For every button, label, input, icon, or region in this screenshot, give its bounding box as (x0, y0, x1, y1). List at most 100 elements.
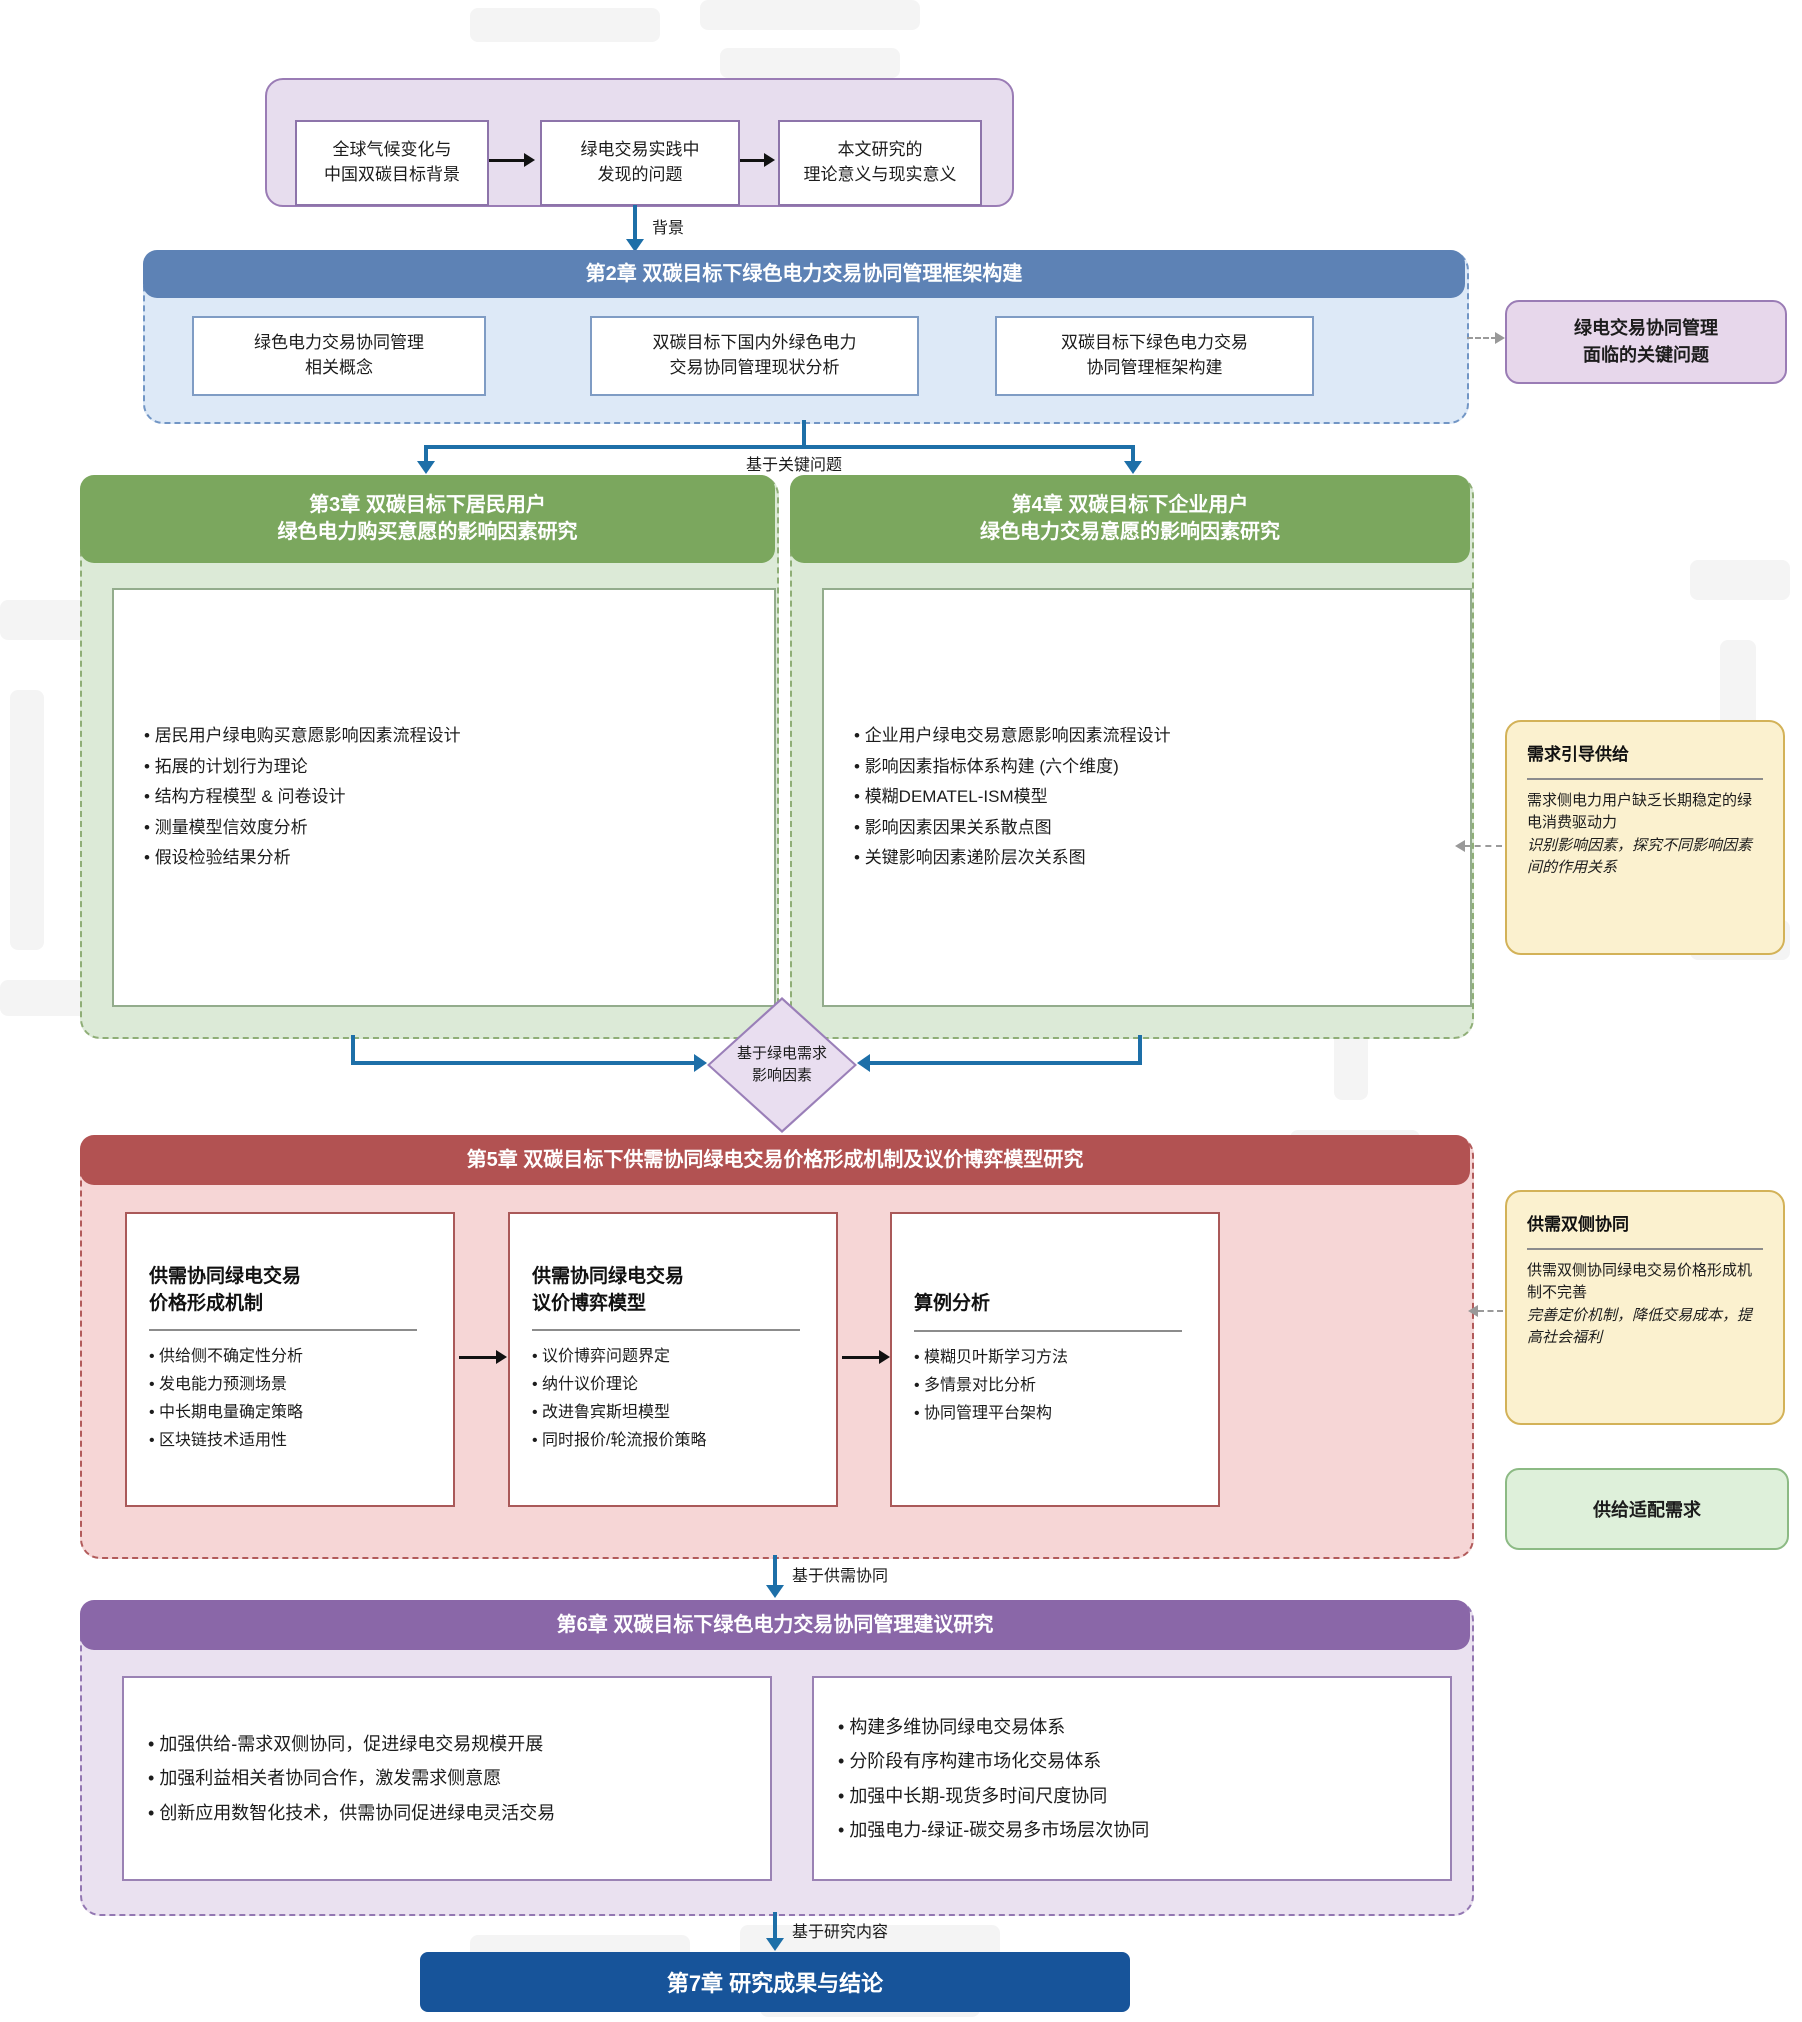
arrowhead-icon (766, 1585, 784, 1598)
chapter4-title: 第4章 双碳目标下企业用户 绿色电力交易意愿的影响因素研究 (790, 475, 1470, 563)
connector-ch3-right (351, 1061, 694, 1065)
card-title: 供需协同绿电交易 议价博弈模型 (532, 1265, 685, 1314)
list-item: 测量模型信效度分析 (144, 813, 461, 844)
intro-box-background: 全球气候变化与 中国双碳目标背景 (295, 120, 489, 206)
arrowhead-icon (417, 461, 435, 474)
list-item: 发电能力预测场景 (149, 1371, 431, 1399)
arrow-label-background: 背景 (652, 220, 685, 237)
arrowhead-icon (879, 1350, 890, 1364)
chapter6-left-bullet-list: 加强供给-需求双侧协同，促进绿电交易规模开展 加强利益相关者协同合作，激发需求侧… (148, 1727, 555, 1830)
chapter3-content-box: 居民用户绿电购买意愿影响因素流程设计 拓展的计划行为理论 结构方程模型 & 问卷… (112, 588, 776, 1007)
chapter5-card-case-study: 算例分析 模糊贝叶斯学习方法 多情景对比分析 协同管理平台架构 (890, 1212, 1220, 1507)
arrowhead-icon (496, 1350, 507, 1364)
arrow-research-content (773, 1912, 777, 1940)
callout-key-issues: 绿电交易协同管理 面临的关键问题 (1505, 300, 1787, 384)
callout-body: 供需双侧协同绿电交易价格形成机制不完善 (1527, 1261, 1753, 1302)
chapter6-right-bullet-list: 构建多维协同绿电交易体系 分阶段有序构建市场化交易体系 加强中长期-现货多时间尺… (838, 1710, 1149, 1847)
arrowhead-icon (1495, 332, 1505, 344)
callout-note: 识别影响因素，探究不同影响因素间的作用关系 (1527, 836, 1753, 877)
arrowhead-icon (764, 153, 775, 167)
intro-box-problems: 绿电交易实践中 发现的问题 (540, 120, 740, 206)
dashed-arrow-demand (1464, 845, 1502, 847)
list-item: 纳什议价理论 (532, 1371, 814, 1399)
list-item: 分阶段有序构建市场化交易体系 (838, 1744, 1149, 1778)
connector-ch3-down (351, 1035, 355, 1065)
arrowhead-icon (857, 1054, 870, 1072)
arrow-label-research-content: 基于研究内容 (792, 1924, 889, 1941)
list-item: 多情景对比分析 (914, 1372, 1196, 1400)
arrowhead-icon (626, 239, 644, 252)
card-title: 算例分析 (914, 1293, 991, 1315)
connector-to-ch4 (1131, 447, 1135, 461)
list-item: 加强中长期-现货多时间尺度协同 (838, 1779, 1149, 1813)
chapter3-bullet-list: 居民用户绿电购买意愿影响因素流程设计 拓展的计划行为理论 结构方程模型 & 问卷… (144, 721, 461, 874)
arrowhead-icon (1455, 840, 1465, 852)
callout-title: 需求引导供给 (1527, 745, 1629, 764)
arrow-intro-2 (740, 159, 764, 162)
callout-supply-matches-demand: 供给适配需求 (1505, 1468, 1789, 1550)
arrow-background (633, 205, 637, 241)
divider (1527, 777, 1763, 780)
list-item: 假设检验结果分析 (144, 843, 461, 874)
chapter2-title: 第2章 双碳目标下绿色电力交易协同管理框架构建 (143, 250, 1465, 298)
divider (914, 1329, 1182, 1332)
list-item: 协同管理平台架构 (914, 1400, 1196, 1428)
list-item: 中长期电量确定策略 (149, 1399, 431, 1427)
list-item: 拓展的计划行为理论 (144, 752, 461, 783)
list-item: 结构方程模型 & 问卷设计 (144, 782, 461, 813)
chapter6-right-box: 构建多维协同绿电交易体系 分阶段有序构建市场化交易体系 加强中长期-现货多时间尺… (812, 1676, 1452, 1881)
dashed-arrow-supply (1478, 1310, 1503, 1312)
arrowhead-icon (694, 1054, 707, 1072)
list-item: 企业用户绿电交易意愿影响因素流程设计 (854, 721, 1171, 752)
card-bullet-list: 供给侧不确定性分析 发电能力预测场景 中长期电量确定策略 区块链技术适用性 (149, 1343, 431, 1455)
arrowhead-icon (524, 153, 535, 167)
divider (149, 1329, 417, 1332)
chapter2-box-status: 双碳目标下国内外绿色电力 交易协同管理现状分析 (590, 316, 919, 396)
list-item: 创新应用数智化技术，供需协同促进绿电灵活交易 (148, 1796, 555, 1830)
list-item: 构建多维协同绿电交易体系 (838, 1710, 1149, 1744)
connector-ch4-left (870, 1061, 1142, 1065)
arrow-label-key-issues: 基于关键问题 (746, 457, 843, 474)
arrow-intro-1 (489, 159, 524, 162)
list-item: 影响因素指标体系构建 (六个维度) (854, 752, 1171, 783)
card-bullet-list: 模糊贝叶斯学习方法 多情景对比分析 协同管理平台架构 (914, 1344, 1196, 1428)
callout-body: 需求侧电力用户缺乏长期稳定的绿电消费驱动力 (1527, 791, 1753, 832)
list-item: 关键影响因素递阶层次关系图 (854, 843, 1171, 874)
chapter5-card-bargaining: 供需协同绿电交易 议价博弈模型 议价博弈问题界定 纳什议价理论 改进鲁宾斯坦模型… (508, 1212, 838, 1507)
connector-split (424, 445, 1135, 449)
card-bullet-list: 议价博弈问题界定 纳什议价理论 改进鲁宾斯坦模型 同时报价/轮流报价策略 (532, 1343, 814, 1455)
chapter6-left-box: 加强供给-需求双侧协同，促进绿电交易规模开展 加强利益相关者协同合作，激发需求侧… (122, 1676, 772, 1881)
list-item: 同时报价/轮流报价策略 (532, 1427, 814, 1455)
list-item: 影响因素因果关系散点图 (854, 813, 1171, 844)
list-item: 加强电力-绿证-碳交易多市场层次协同 (838, 1813, 1149, 1847)
divider (532, 1329, 800, 1332)
callout-note: 完善定价机制，降低交易成本，提高社会福利 (1527, 1306, 1753, 1347)
chapter3-title: 第3章 双碳目标下居民用户 绿色电力购买意愿的影响因素研究 (80, 475, 775, 563)
arrow-supply-demand (773, 1555, 777, 1587)
chapter5-title: 第5章 双碳目标下供需协同绿电交易价格形成机制及议价博弈模型研究 (80, 1135, 1470, 1185)
arrow-ch5-2 (842, 1356, 879, 1359)
list-item: 模糊贝叶斯学习方法 (914, 1344, 1196, 1372)
chapter7-box: 第7章 研究成果与结论 (420, 1952, 1130, 2012)
chapter4-content-box: 企业用户绿电交易意愿影响因素流程设计 影响因素指标体系构建 (六个维度) 模糊D… (822, 588, 1472, 1007)
list-item: 供给侧不确定性分析 (149, 1343, 431, 1371)
chapter6-title: 第6章 双碳目标下绿色电力交易协同管理建议研究 (80, 1600, 1470, 1650)
arrowhead-icon (1124, 461, 1142, 474)
list-item: 居民用户绿电购买意愿影响因素流程设计 (144, 721, 461, 752)
callout-title: 供需双侧协同 (1527, 1215, 1629, 1234)
arrowhead-icon (1468, 1305, 1478, 1317)
callout-demand-guides-supply: 需求引导供给 需求侧电力用户缺乏长期稳定的绿电消费驱动力 识别影响因素，探究不同… (1505, 720, 1785, 955)
list-item: 加强供给-需求双侧协同，促进绿电交易规模开展 (148, 1727, 555, 1761)
list-item: 议价博弈问题界定 (532, 1343, 814, 1371)
arrowhead-icon (766, 1938, 784, 1951)
dashed-arrow-key-issues (1467, 337, 1497, 339)
arrow-label-supply-demand: 基于供需协同 (792, 1568, 889, 1585)
connector-to-ch3 (424, 447, 428, 461)
connector-ch2-down (802, 420, 806, 447)
arrow-ch5-1 (459, 1356, 496, 1359)
divider (1527, 1247, 1763, 1250)
connector-ch4-down (1138, 1035, 1142, 1065)
chapter2-box-framework: 双碳目标下绿色电力交易 协同管理框架构建 (995, 316, 1314, 396)
chapter5-card-pricing: 供需协同绿电交易 价格形成机制 供给侧不确定性分析 发电能力预测场景 中长期电量… (125, 1212, 455, 1507)
